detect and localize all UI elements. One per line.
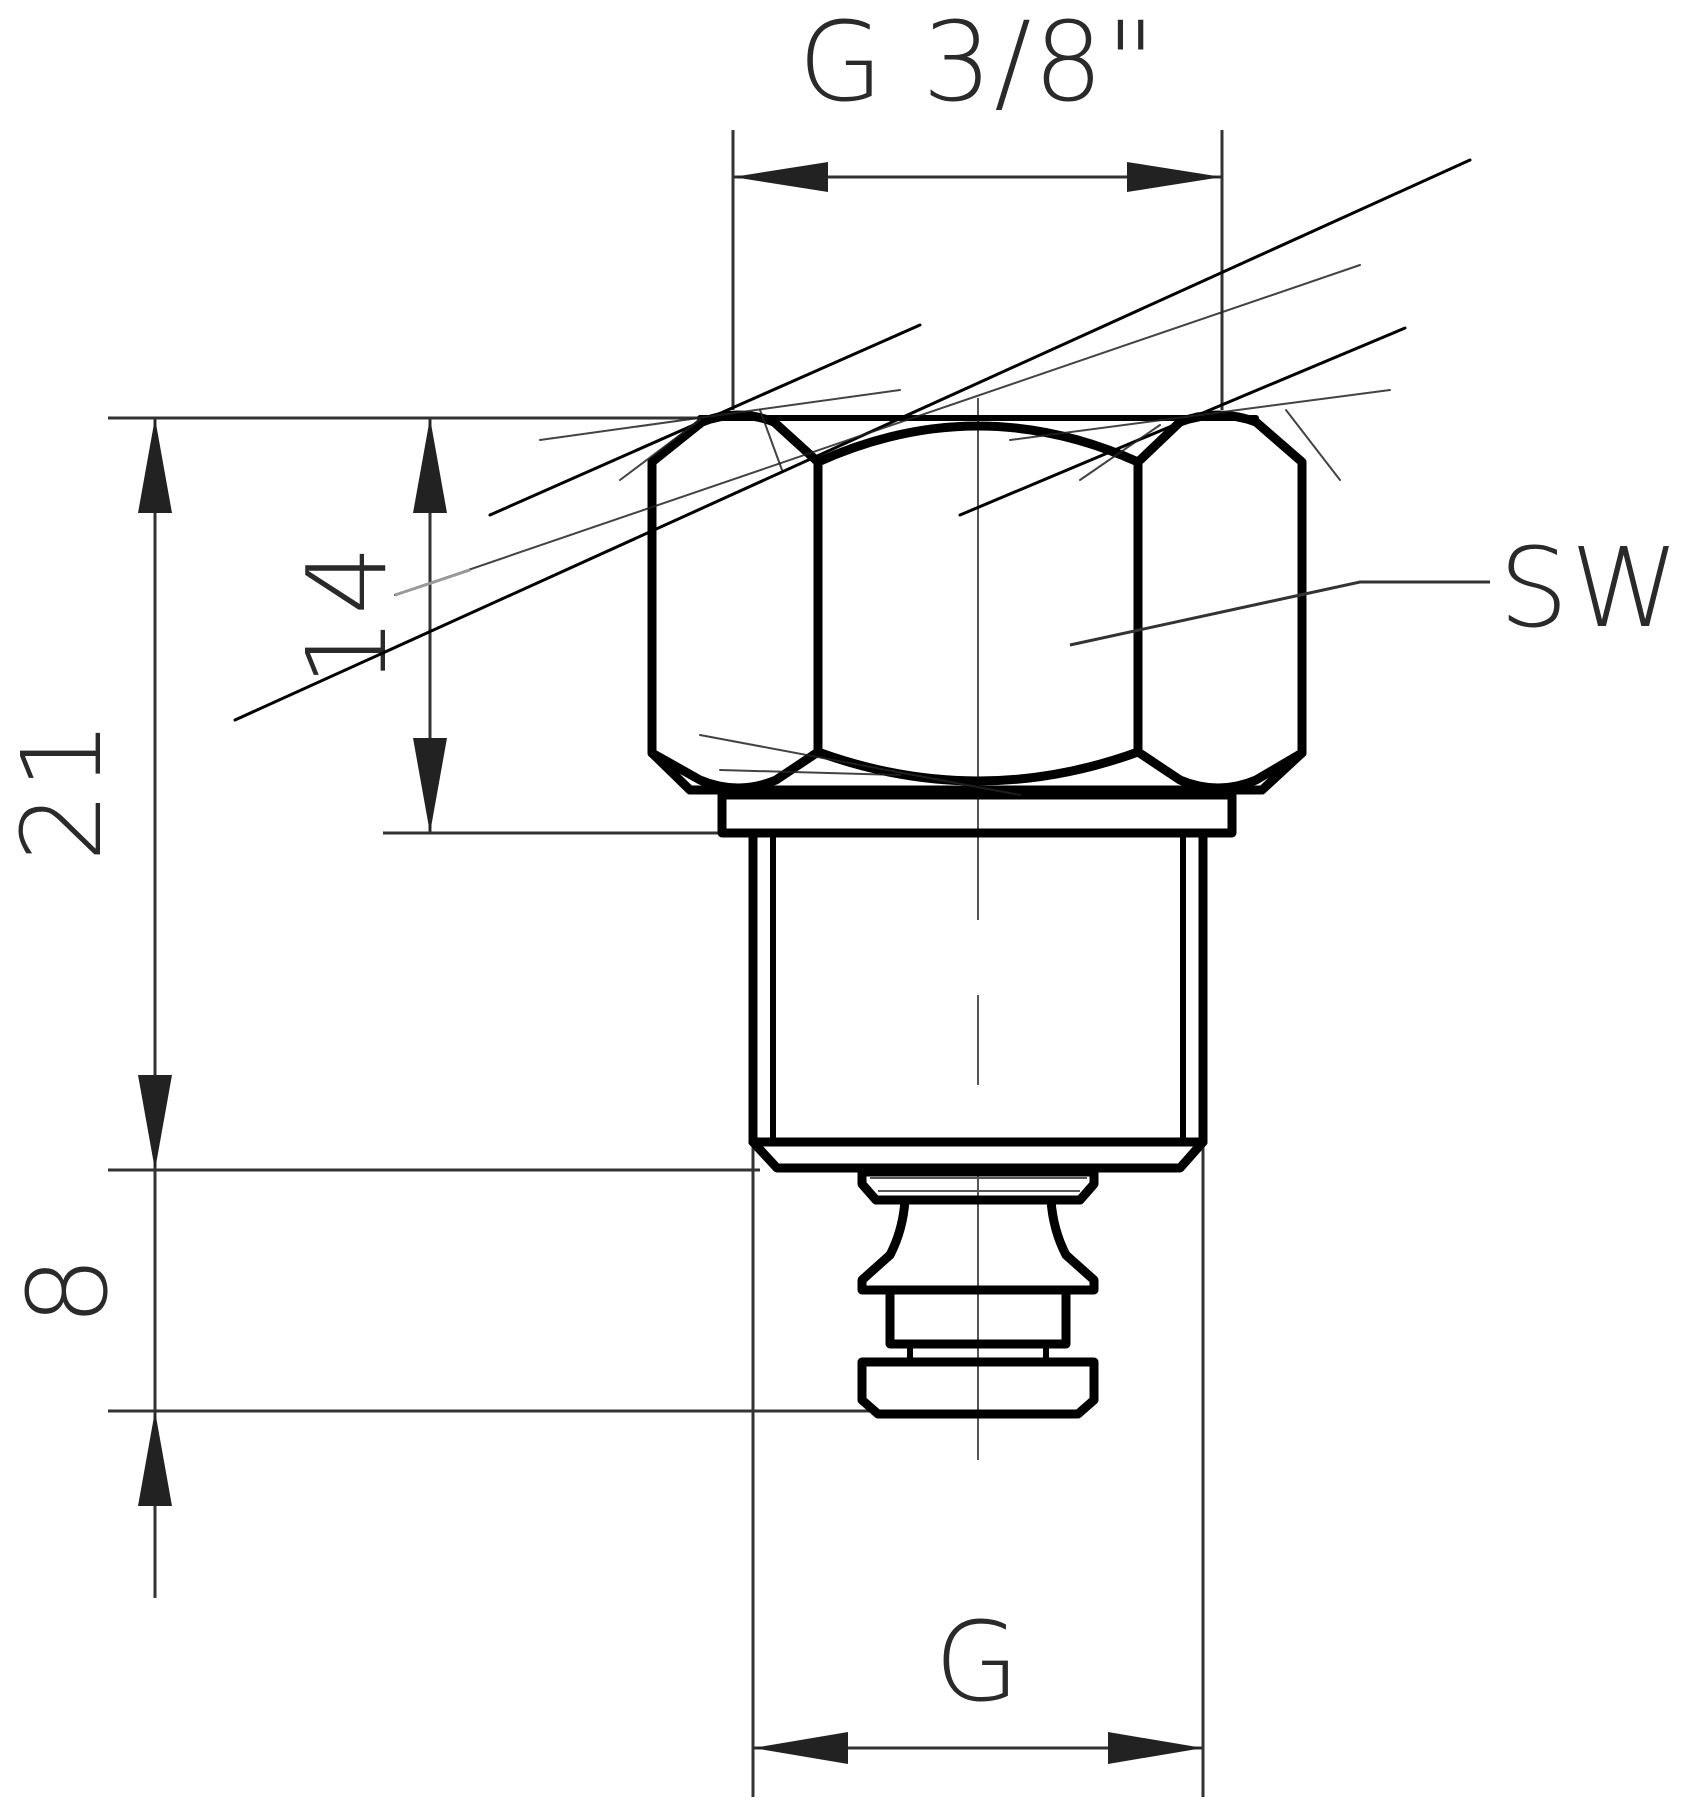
arrow-up-icon — [413, 418, 447, 513]
arrow-left-icon — [753, 1732, 848, 1764]
valve-nipple — [857, 1167, 1099, 1419]
hex-height-label: 14 — [283, 543, 411, 687]
arrow-up-icon — [138, 418, 172, 513]
wrench-size-callout: SW — [1069, 524, 1682, 652]
bottom-thread-label: G — [934, 1598, 1021, 1726]
arrow-right-icon — [1108, 1732, 1203, 1764]
render-artifact-lines — [233, 158, 1472, 796]
arrow-down-icon — [413, 738, 447, 833]
arrow-right-icon — [1127, 162, 1222, 192]
arrow-up-icon — [138, 1411, 172, 1506]
hex-height-dimension: 14 — [283, 418, 720, 835]
overall-height-label: 21 — [0, 718, 126, 862]
top-thread-label: G 3/8" — [798, 0, 1158, 126]
wrench-size-label: SW — [1499, 524, 1682, 652]
top-thread-dimension: G 3/8" — [731, 0, 1224, 410]
nipple-length-dimension: 8 — [4, 1168, 880, 1598]
arrow-left-icon — [733, 162, 828, 192]
arrow-down-icon — [138, 1075, 172, 1170]
nipple-length-label: 8 — [4, 1254, 132, 1326]
bottom-thread-dimension: G — [751, 1140, 1205, 1797]
overall-height-dimension: 21 — [0, 416, 700, 1170]
collar — [717, 790, 1237, 838]
